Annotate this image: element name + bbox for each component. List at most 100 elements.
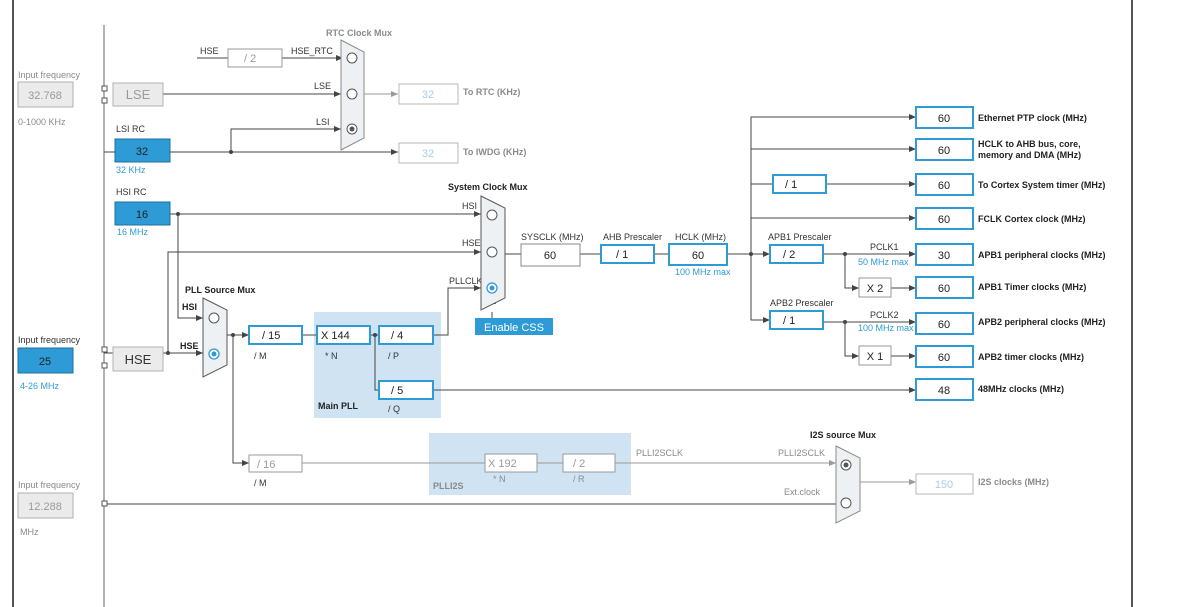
apb1-timer-mul-value: X 2 (867, 283, 884, 295)
pll-q-divider[interactable] (378, 380, 434, 400)
iwdg-output-box (398, 142, 459, 164)
output-box[interactable] (915, 138, 974, 161)
output-box[interactable] (915, 173, 974, 196)
output-box[interactable] (915, 243, 974, 266)
ext-input-range: MHz (20, 527, 39, 537)
output-box[interactable] (915, 345, 974, 368)
output-apb2-peripheral: 60 APB2 peripheral clocks (MHz) (915, 312, 1106, 335)
plli2s-r-divider[interactable] (562, 453, 616, 473)
pclk2-label: PCLK2 (870, 310, 899, 320)
pll-m-divider[interactable] (248, 325, 303, 345)
apb2-prescaler-label: APB2 Prescaler (770, 298, 834, 308)
cortex-timer-divider[interactable] (772, 174, 827, 194)
apb1-timer-multiplier (858, 277, 892, 298)
pll-src-hse-label: HSE (180, 341, 199, 351)
plli2s-title: PLLI2S (433, 481, 464, 491)
rtc-mux-radio-hse[interactable] (346, 52, 358, 64)
output-box[interactable] (915, 276, 974, 299)
hsi-value: 16 (136, 209, 148, 221)
output-label: APB1 Timer clocks (MHz) (978, 282, 1086, 292)
lse-input-range: 0-1000 KHz (18, 117, 66, 127)
plli2s-m-divider[interactable] (248, 454, 303, 473)
rtc-div-box[interactable] (227, 48, 283, 68)
output-apb1-timer: 60 APB1 Timer clocks (MHz) (915, 276, 1086, 299)
connectors (101, 85, 108, 507)
arrowheads-grey (391, 91, 916, 485)
hclk-box[interactable] (668, 243, 728, 266)
lse-input-field[interactable] (17, 81, 74, 108)
output-cortex-timer: 60 To Cortex System timer (MHz) (915, 173, 1105, 196)
ext-input-value: 12.288 (28, 501, 62, 513)
output-value: 60 (938, 352, 950, 364)
i2s-mux-ext-label: Ext.clock (784, 487, 821, 497)
rtc-output-label: To RTC (KHz) (463, 87, 520, 97)
sys-mux-radio-hsi[interactable] (486, 209, 498, 221)
sys-mux-hse-label: HSE (462, 238, 481, 248)
lse-block[interactable] (112, 82, 164, 107)
output-box[interactable] (915, 207, 974, 230)
output-value: 60 (938, 214, 950, 226)
output-box[interactable] (915, 106, 974, 129)
rtc-mux-radio-lse[interactable] (346, 88, 358, 100)
lse-input-title: Input frequency (18, 70, 81, 80)
hse-input-title: Input frequency (18, 335, 81, 345)
rtc-hse-rtc-label: HSE_RTC (291, 46, 333, 56)
hse-input-field[interactable] (17, 347, 74, 374)
output-label: To Cortex System timer (MHz) (978, 180, 1105, 190)
ext-input-title: Input frequency (18, 480, 81, 490)
iwdg-output-value: 32 (422, 148, 434, 160)
pll-q-value: / 5 (391, 385, 403, 397)
apb2-timer-mul-value: X 1 (867, 351, 884, 363)
pll-src-radio-hsi[interactable] (208, 312, 220, 324)
output-label: HCLK to AHB bus, core, (978, 139, 1081, 149)
hsi-field[interactable] (114, 201, 171, 226)
hclk-max: 100 MHz max (675, 267, 731, 277)
i2s-mux-title: I2S source Mux (810, 430, 876, 440)
pclk1-max: 50 MHz max (858, 257, 909, 267)
ahb-prescaler-value: / 1 (616, 249, 628, 261)
plli2s-m-label: / M (254, 478, 267, 488)
pll-src-mux-title: PLL Source Mux (185, 285, 255, 295)
apb1-prescaler-box[interactable] (769, 244, 824, 264)
plli2s-out-label: PLLI2SCLK (636, 448, 683, 458)
i2s-mux-plli2sclk-label: PLLI2SCLK (778, 448, 825, 458)
sys-mux-title: System Clock Mux (448, 182, 528, 192)
enable-css-button[interactable] (475, 318, 553, 335)
i2s-mux-radio-ext[interactable] (840, 497, 852, 509)
pll-n-multiplier[interactable] (316, 325, 371, 345)
sys-mux-pllclk-label: PLLCLK (449, 276, 483, 286)
output-hclk-ahb: 60 HCLK to AHB bus, core, memory and DMA… (915, 138, 1081, 161)
plli2s-r-value: / 2 (573, 458, 585, 470)
output-label: FCLK Cortex clock (MHz) (978, 214, 1086, 224)
sys-mux-radio-pllclk-dot (489, 285, 495, 291)
lse-label: LSE (126, 87, 151, 102)
pll-p-value: / 4 (391, 330, 403, 342)
hclk-label: HCLK (MHz) (675, 232, 726, 242)
ext-input-field[interactable] (17, 492, 74, 519)
i2s-source-mux (835, 445, 861, 524)
output-box[interactable] (915, 378, 974, 401)
plli2s-n-multiplier[interactable] (484, 453, 538, 473)
output-box[interactable] (915, 312, 974, 335)
output-label-line2: memory and DMA (MHz) (978, 150, 1081, 160)
output-value: 60 (938, 180, 950, 192)
output-fclk-cortex: 60 FCLK Cortex clock (MHz) (915, 207, 1086, 230)
lsi-field[interactable] (114, 138, 171, 163)
pll-p-divider[interactable] (378, 325, 434, 345)
rtc-lse-label: LSE (314, 81, 331, 91)
enable-css-label: Enable CSS (484, 322, 544, 334)
apb2-prescaler-box[interactable] (769, 310, 824, 330)
lsi-value: 32 (136, 146, 148, 158)
i2s-output-value: 150 (935, 479, 953, 491)
ahb-prescaler-box[interactable] (600, 244, 655, 264)
sys-mux-radio-hse[interactable] (486, 246, 498, 258)
output-value: 60 (938, 145, 950, 157)
junctions (166, 150, 847, 355)
hse-block[interactable] (112, 346, 164, 372)
output-value: 30 (938, 250, 950, 262)
hse-input-range: 4-26 MHz (20, 381, 60, 391)
apb2-prescaler-value: / 1 (783, 315, 795, 327)
ahb-prescaler-label: AHB Prescaler (603, 232, 662, 242)
plli2s-n-value: X 192 (488, 458, 517, 470)
